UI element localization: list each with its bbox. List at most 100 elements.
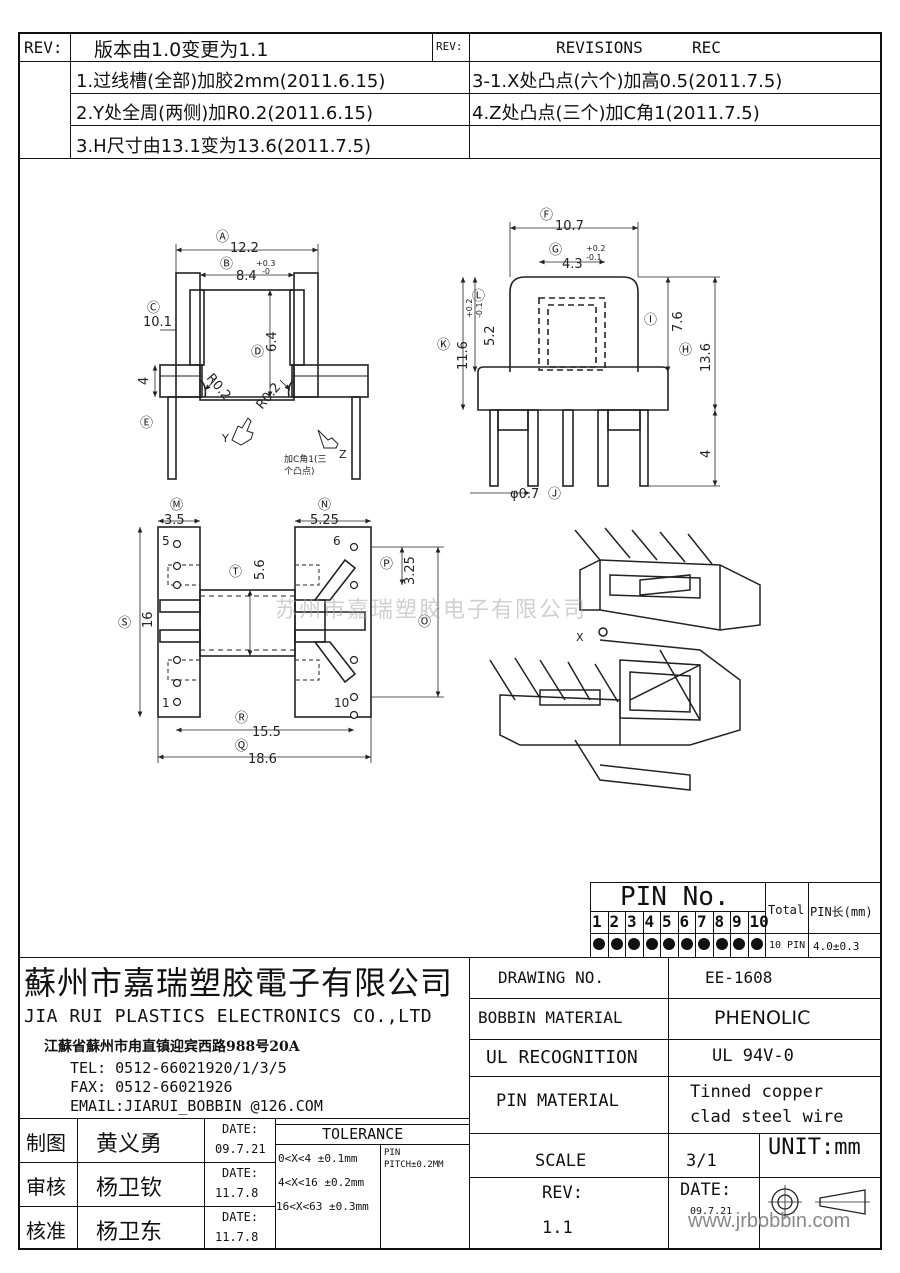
- pin-filled-dot: [645, 938, 658, 950]
- mark-Y: Y: [221, 432, 229, 445]
- signoff-date-label: DATE:: [222, 1122, 259, 1136]
- dim-G-value: 4.3: [562, 257, 583, 272]
- dim-C-label: Ⓒ: [147, 301, 160, 316]
- tolerance-pin-label: PIN: [384, 1148, 401, 1158]
- unit-label: UNIT:mm: [768, 1135, 861, 1160]
- pin-number: 8: [714, 912, 725, 931]
- dim-B-tol-top: +0.3: [256, 259, 275, 268]
- signoff-role: 制图: [26, 1131, 66, 1155]
- dim-N-label: Ⓝ: [318, 498, 331, 513]
- pin-table-title: PIN No.: [620, 882, 730, 912]
- dim-G-tol-bot: -0.1: [586, 253, 602, 262]
- rev-label: REV:: [542, 1183, 583, 1203]
- revision-item: 1.过线槽(全部)加胶2mm(2011.6.15): [76, 71, 386, 92]
- signoff-role: 核准: [26, 1219, 66, 1243]
- pin-material-label: PIN MATERIAL: [496, 1091, 619, 1111]
- dim-B-label: Ⓑ: [220, 257, 233, 272]
- pin-number: 5: [662, 912, 672, 931]
- dim-S-label: Ⓢ: [118, 616, 131, 631]
- isometric-view: [489, 527, 761, 791]
- company-name-cn: 蘇州市嘉瑞塑胶電子有限公司: [24, 964, 454, 1002]
- dim-K-label: Ⓚ: [437, 338, 450, 353]
- dim-F-value: 10.7: [555, 219, 584, 234]
- technical-drawing: Ⓐ 12.2 Ⓑ 8.4 +0.3 -0 Ⓒ 10.1 Ⓓ 6.4 4 Ⓔ R0…: [118, 208, 761, 791]
- rev-label-right: REV:: [436, 40, 463, 53]
- drawing-no-label: DRAWING NO.: [498, 968, 604, 987]
- side-view: [477, 276, 669, 487]
- pin-number: 9: [732, 912, 742, 931]
- signoff-name: 杨卫东: [96, 1220, 163, 1245]
- mark-Z: Z: [339, 448, 347, 461]
- dim-H-label: Ⓗ: [679, 343, 692, 358]
- signoff-role: 审核: [26, 1175, 66, 1199]
- pin-filled-dot: [610, 938, 623, 950]
- tolerance-title: TOLERANCE: [322, 1125, 404, 1143]
- pin-filled-dot: [593, 938, 605, 950]
- dim-J-label: Ⓙ: [548, 487, 561, 502]
- dim-N-value: 5.25: [310, 513, 339, 528]
- dim-T-label: Ⓣ: [229, 565, 242, 580]
- date-label: DATE:: [680, 1180, 732, 1200]
- front-view: [159, 272, 369, 480]
- dim-G-label: Ⓖ: [549, 243, 562, 258]
- rev-change-text: 版本由1.0变更为1.1: [94, 39, 269, 61]
- dim-D-label: Ⓓ: [251, 345, 264, 360]
- revision-item: 2.Y处全周(两侧)加R0.2(2011.6.15): [76, 103, 373, 124]
- dim-T-value: 5.6: [253, 559, 268, 580]
- company-fax: FAX: 0512-66021926: [70, 1078, 233, 1096]
- company-email: EMAIL:JIARUI_BOBBIN @126.COM: [70, 1097, 323, 1115]
- tolerance-pin-pitch: PITCH±0.2MM: [384, 1160, 444, 1170]
- signoff-name: 杨卫钦: [96, 1176, 163, 1201]
- scale-value: 3/1: [686, 1151, 717, 1171]
- dim-P-value: 3.25: [403, 556, 418, 585]
- dim-C-value: 10.1: [143, 315, 172, 330]
- note-chamfer-1: 加C角1(三: [284, 453, 327, 465]
- pin-number-5: 5: [162, 534, 170, 548]
- dim-Q-value: 18.6: [248, 752, 277, 767]
- dim-S-value: 16: [141, 611, 156, 628]
- pin-filled-dot: [733, 938, 745, 950]
- dim-Q-label: Ⓠ: [235, 739, 248, 754]
- revision-item: 3-1.X处凸点(六个)加高0.5(2011.7.5): [472, 71, 783, 92]
- website-watermark: www.jrbobbin.com: [688, 1210, 851, 1232]
- revision-item: 3.H尺寸由13.1变为13.6(2011.7.5): [76, 136, 372, 157]
- pin-number: 1: [592, 912, 602, 931]
- company-address: 江蘇省蘇州市甪直镇迎宾西路988号20A: [44, 1039, 300, 1055]
- signoff-date: 09.7.21: [215, 1142, 266, 1156]
- pin-total-value: 10 PIN: [769, 940, 806, 951]
- watermark: 苏州市嘉瑞塑胶电子有限公司: [275, 598, 587, 623]
- dim-B-tol-bot: -0: [262, 267, 270, 276]
- dim-E-label: Ⓔ: [140, 416, 153, 431]
- pin-number-1: 1: [162, 696, 170, 710]
- dim-A-label: Ⓐ: [216, 230, 229, 245]
- tolerance-row: 4<X<16 ±0.2mm: [278, 1176, 365, 1189]
- pin-length-label: PIN长(mm): [810, 905, 873, 919]
- note-chamfer-2: 个凸点): [284, 466, 315, 477]
- bobbin-material-label: BOBBIN MATERIAL: [478, 1008, 623, 1027]
- front-dims: [152, 244, 319, 397]
- date-value: 09.7.21: [690, 1206, 733, 1217]
- dim-O-label: Ⓞ: [418, 615, 431, 630]
- pin-number: 4: [644, 912, 655, 931]
- pin-length-value: 4: [699, 450, 714, 458]
- hand-pointer-icon: [231, 417, 339, 449]
- pin-number: 6: [679, 912, 690, 931]
- dim-K-value: 11.6: [456, 341, 471, 370]
- company-name-en: JIA RUI PLASTICS ELECTRONICS CO.,LTD: [24, 1006, 433, 1027]
- rev-label-left: REV:: [24, 38, 63, 57]
- dim-M-label: Ⓜ: [170, 498, 183, 513]
- pin-filled-dot: [750, 938, 763, 950]
- dim-F-label: Ⓕ: [540, 208, 553, 223]
- signoff-date-label: DATE:: [222, 1210, 259, 1224]
- pin-filled-dot: [663, 938, 675, 950]
- pin-number: 7: [697, 912, 707, 931]
- pin-material-value-1: Tinned copper: [690, 1082, 824, 1102]
- dim-H-value: 13.6: [699, 343, 714, 372]
- revisions-label: REVISIONS: [556, 38, 643, 57]
- pin-number-6: 6: [333, 534, 341, 548]
- drawing-no-value: EE-1608: [705, 968, 773, 987]
- scale-label: SCALE: [535, 1151, 587, 1171]
- pin-length-value: 4.0±0.3: [813, 940, 860, 953]
- dim-J-value: φ0.7: [510, 487, 539, 502]
- dim-A-value: 12.2: [230, 241, 259, 256]
